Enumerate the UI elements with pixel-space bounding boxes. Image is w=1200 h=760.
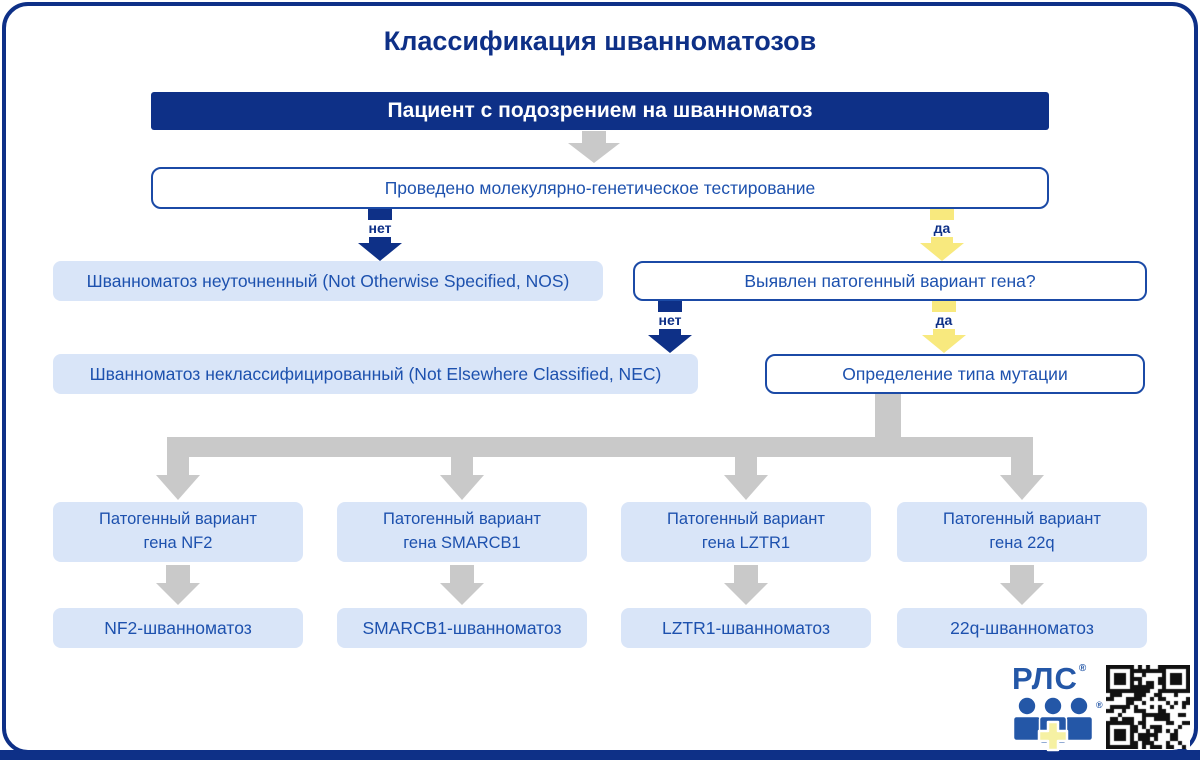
start-box: Пациент с подозрением на шванноматоз	[151, 92, 1049, 130]
branch-box-22q: Патогенный вариант гена 22q	[897, 502, 1147, 562]
arrow-head	[920, 243, 964, 261]
arrow-stem	[167, 457, 189, 475]
arrow-stem	[368, 209, 392, 220]
branch-line2: гена NF2	[143, 534, 213, 552]
nos-box: Шванноматоз неуточненный (Not Otherwise …	[53, 261, 603, 301]
yes-arrow-icon: да	[918, 209, 966, 261]
no-arrow-icon: нет	[646, 301, 694, 353]
arrow-head	[156, 475, 200, 500]
branch-box-lztr1: Патогенный вариант гена LZTR1	[621, 502, 871, 562]
tree-arrow-icon	[440, 457, 484, 500]
tree-bar	[167, 437, 1033, 457]
arrow-neck	[659, 329, 681, 335]
mid-arrow-icon	[722, 565, 770, 605]
page-title: Классификация шванноматозов	[383, 26, 817, 56]
arrow-head	[440, 475, 484, 500]
yes-label: да	[933, 220, 951, 236]
arrow-stem	[932, 301, 956, 312]
tree-arrow-icon	[1000, 457, 1044, 500]
rls-logo-label: РЛС	[1012, 661, 1078, 696]
tree-arrow-icon	[156, 457, 200, 500]
arrow-head	[724, 475, 768, 500]
arrow-down-icon	[568, 131, 620, 163]
branch-line2: гена LZTR1	[701, 534, 791, 552]
arrow-stem	[735, 457, 757, 475]
mid-arrow-icon	[998, 565, 1046, 605]
branch-line1: Патогенный вариант	[383, 510, 541, 529]
mid-arrow-icon	[438, 565, 486, 605]
branch-box-nf2: Патогенный вариант гена NF2	[53, 502, 303, 562]
arrow-stem	[582, 131, 606, 143]
branch-line1: Патогенный вариант	[99, 510, 257, 529]
bottom-band	[0, 750, 1200, 760]
rls-logo-text: РЛС®	[1012, 661, 1087, 697]
arrow-stem	[451, 457, 473, 475]
branch-line1: Патогенный вариант	[943, 510, 1101, 529]
branch-line1: Патогенный вариант	[667, 510, 825, 529]
arrow-head	[568, 143, 620, 163]
arrow-head	[358, 243, 402, 261]
arrow-stem	[734, 565, 758, 583]
arrow-head	[922, 335, 966, 353]
result-box-smarcb1: SMARCB1-шванноматоз	[337, 608, 587, 648]
question-box: Выявлен патогенный вариант гена?	[633, 261, 1147, 301]
yes-label: да	[935, 312, 953, 328]
branch-line2: гена SMARCB1	[403, 534, 521, 552]
arrow-stem	[1010, 565, 1034, 583]
result-box-nf2: NF2-шванноматоз	[53, 608, 303, 648]
yes-arrow-icon: да	[920, 301, 968, 353]
result-box-lztr1: LZTR1-шванноматоз	[621, 608, 871, 648]
result-box-22q: 22q-шванноматоз	[897, 608, 1147, 648]
tree-stem	[875, 394, 901, 439]
arrow-stem	[1011, 457, 1033, 475]
registered-mark: ®	[1096, 700, 1103, 710]
arrow-head	[648, 335, 692, 353]
arrow-neck	[931, 237, 953, 243]
arrow-head	[1000, 475, 1044, 500]
arrow-head	[1000, 583, 1044, 605]
qr-code	[1106, 665, 1190, 749]
arrow-stem	[450, 565, 474, 583]
no-label: нет	[658, 312, 682, 328]
branch-box-smarcb1: Патогенный вариант гена SMARCB1	[337, 502, 587, 562]
arrow-head	[156, 583, 200, 605]
arrow-head	[440, 583, 484, 605]
arrow-stem	[930, 209, 954, 220]
arrow-neck	[933, 329, 955, 335]
arrow-neck	[369, 237, 391, 243]
nec-box: Шванноматоз неклассифицированный (Not El…	[53, 354, 698, 394]
no-label: нет	[368, 220, 392, 236]
mid-arrow-icon	[154, 565, 202, 605]
mutation-box: Определение типа мутации	[765, 354, 1145, 394]
tree-arrow-icon	[724, 457, 768, 500]
arrow-stem	[166, 565, 190, 583]
no-arrow-icon: нет	[356, 209, 404, 261]
registered-mark: ®	[1078, 663, 1088, 674]
rls-people-icon	[1012, 697, 1094, 758]
arrow-stem	[658, 301, 682, 312]
arrow-head	[724, 583, 768, 605]
branch-line2: гена 22q	[989, 534, 1055, 552]
test-box: Проведено молекулярно-генетическое тести…	[151, 167, 1049, 209]
